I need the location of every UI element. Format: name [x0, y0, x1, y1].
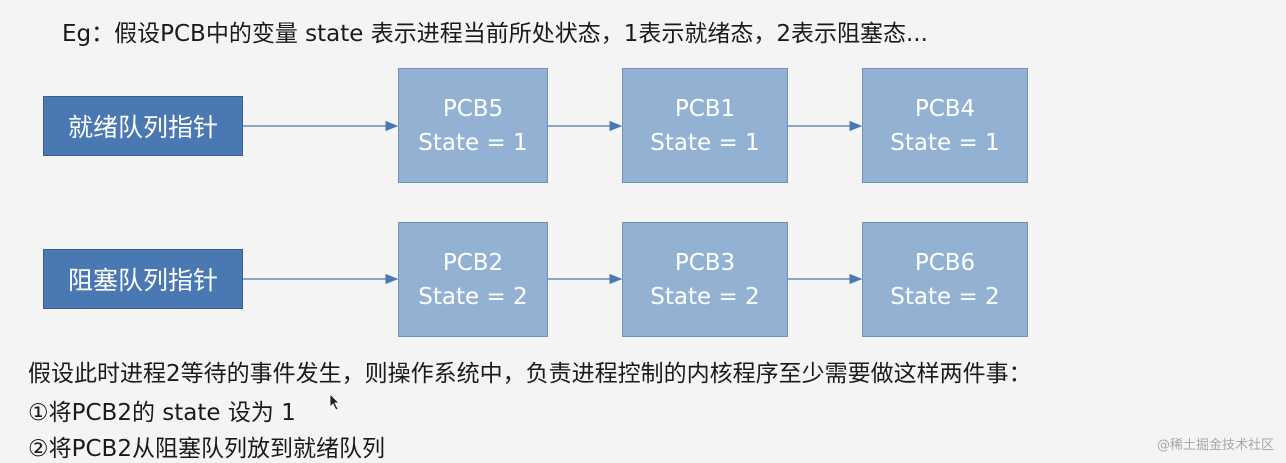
pcb-name: PCB3	[674, 249, 736, 276]
description-line-3: ②将PCB2从阻塞队列放到就绪队列	[28, 436, 385, 462]
pcb-name: PCB5	[442, 95, 504, 122]
ready-queue-pointer-label: 就绪队列指针	[67, 113, 218, 142]
pcb-box-pcb6: PCB6 State = 2	[862, 222, 1028, 337]
pcb-state: State = 1	[418, 129, 528, 156]
example-title: Eg：假设PCB中的变量 state 表示进程当前所处状态，1表示就绪态，2表示…	[62, 21, 928, 47]
pcb-box-pcb3: PCB3 State = 2	[622, 222, 788, 337]
pcb-state: State = 1	[890, 129, 1000, 156]
pcb-state: State = 1	[650, 129, 760, 156]
pcb-box-pcb1: PCB1 State = 1	[622, 68, 788, 183]
watermark: @稀土掘金技术社区	[1156, 438, 1274, 453]
pcb-state: State = 2	[890, 283, 1000, 310]
pcb-box-pcb5: PCB5 State = 1	[398, 68, 548, 183]
mouse-cursor-icon	[329, 393, 340, 411]
pcb-name: PCB1	[674, 95, 736, 122]
pcb-name: PCB2	[442, 249, 504, 276]
pcb-state: State = 2	[418, 283, 528, 310]
blocked-queue-pointer-label: 阻塞队列指针	[67, 266, 218, 295]
pcb-box-pcb4: PCB4 State = 1	[862, 68, 1028, 183]
blocked-queue-pointer: 阻塞队列指针	[43, 249, 243, 309]
pcb-box-pcb2: PCB2 State = 2	[398, 222, 548, 337]
pcb-state: State = 2	[650, 283, 760, 310]
ready-queue-pointer: 就绪队列指针	[43, 96, 243, 156]
pcb-name: PCB6	[914, 249, 976, 276]
description-line-2: ①将PCB2的 state 设为 1	[28, 400, 296, 426]
pcb-name: PCB4	[914, 95, 976, 122]
description-line-1: 假设此时进程2等待的事件发生，则操作系统中，负责进程控制的内核程序至少需要做这样…	[28, 361, 1032, 387]
